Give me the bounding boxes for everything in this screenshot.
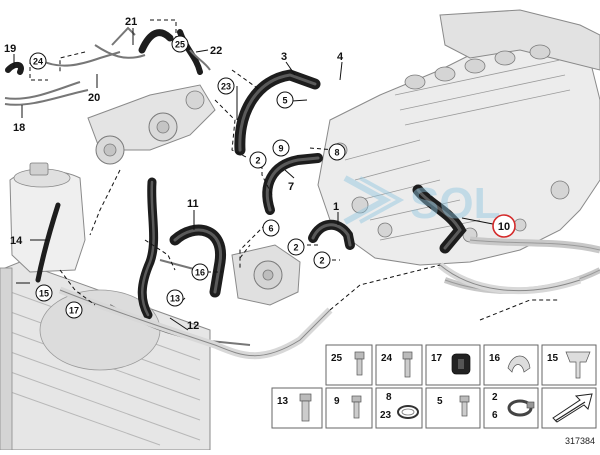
dashed-lines [29,19,560,321]
svg-text:2: 2 [255,156,260,166]
callout-18: 18 [13,122,25,134]
table-label-25: 25 [331,353,343,364]
callout-circle-15: 15 [35,284,53,302]
table-label-16: 16 [489,353,501,364]
callout-circle-6: 6 [262,219,280,237]
watermark-text: SOL [410,179,500,228]
svg-text:5: 5 [282,96,287,106]
callout-circle-25: 25 [171,35,189,53]
svg-text:6: 6 [268,224,273,234]
bolt-icon-25 [354,351,365,376]
callout-20: 20 [88,92,100,104]
rubber-mount-icon-17 [451,353,471,375]
table-cell-24 [375,344,423,386]
callout-3: 3 [281,51,287,63]
svg-text:9: 9 [278,144,283,154]
svg-text:10: 10 [498,221,510,233]
return-pipe [58,262,582,360]
table-label-23: 23 [380,410,392,421]
callout-19: 19 [4,43,16,55]
table-cell-13 [271,387,323,429]
callout-circle-2-a: 2 [249,151,267,169]
callout-4: 4 [337,51,344,63]
clip-icon-16 [507,355,531,373]
callout-circle-10-highlighted: 10 [492,214,516,238]
callout-7: 7 [288,181,294,193]
clip-icon-15 [565,351,591,379]
svg-text:2: 2 [319,256,324,266]
seal-ring-icon-8 [397,405,419,419]
hose-part-1 [308,219,355,250]
table-label-24: 24 [381,353,393,364]
table-cell-25 [325,344,373,386]
callout-circle-13: 13 [166,289,184,307]
svg-text:25: 25 [175,40,185,50]
svg-text:13: 13 [170,294,180,304]
svg-text:8: 8 [334,148,339,158]
engine-block [317,9,600,294]
hose-part-10 [412,184,467,254]
table-label-2: 2 [492,392,498,403]
bolt-icon-24 [402,351,413,378]
hose-long-left [137,177,159,320]
table-cell-5 [425,387,481,429]
hose-part-11 [169,224,226,298]
hose-clamp-icon-2 [507,399,535,417]
callout-circle-2-c: 2 [313,251,331,269]
callout-11: 11 [187,198,199,210]
table-cell-15 [541,344,597,386]
callout-22: 22 [210,45,222,57]
bolt-icon-5 [459,395,470,417]
svg-text:23: 23 [221,82,231,92]
bolt-icon-9 [351,395,362,419]
expansion-tank [9,162,86,273]
parts-table: 25 24 17 16 15 13 9 8 23 5 2 6 [271,344,597,446]
svg-text:15: 15 [39,289,49,299]
leader-lines [13,28,499,331]
callout-circle-9: 9 [272,139,290,157]
callout-circle-23: 23 [217,77,235,95]
circled-callouts: 24 25 23 5 9 8 2 6 [29,35,516,319]
callout-14: 14 [10,235,23,247]
table-label-6: 6 [492,410,498,421]
table-label-9: 9 [334,396,340,407]
svg-text:2: 2 [293,243,298,253]
turbochargers [87,84,216,165]
svg-text:24: 24 [33,57,43,67]
hose-part-7 [262,153,323,215]
callout-circle-16: 16 [191,263,209,281]
callout-1: 1 [333,201,339,213]
callout-circle-8: 8 [328,143,346,161]
watermark: SOL [343,175,500,228]
svg-text:17: 17 [69,306,79,316]
hose-part-14 [35,202,61,283]
direction-arrow-icon [552,393,593,423]
table-label-17: 17 [431,353,443,364]
water-pump [231,244,301,306]
svg-text:16: 16 [195,268,205,278]
table-label-15: 15 [547,353,559,364]
callout-circle-24: 24 [29,52,47,70]
callout-circle-5: 5 [276,91,294,109]
image-number: 317384 [565,436,595,446]
table-label-13: 13 [277,396,289,407]
bolt-icon-13 [299,393,312,422]
callout-circle-17: 17 [65,301,83,319]
coolant-hoses [5,29,467,320]
callout-circle-2-b: 2 [287,238,305,256]
callout-12: 12 [187,320,199,332]
table-label-5: 5 [437,396,443,407]
hose-part-3 [234,69,321,156]
callout-21: 21 [125,16,137,28]
table-cell-9 [325,387,373,429]
table-label-8: 8 [386,392,392,403]
radiator [0,261,211,451]
plain-callouts: 19 21 22 20 18 3 4 7 1 11 14 12 [4,16,344,332]
